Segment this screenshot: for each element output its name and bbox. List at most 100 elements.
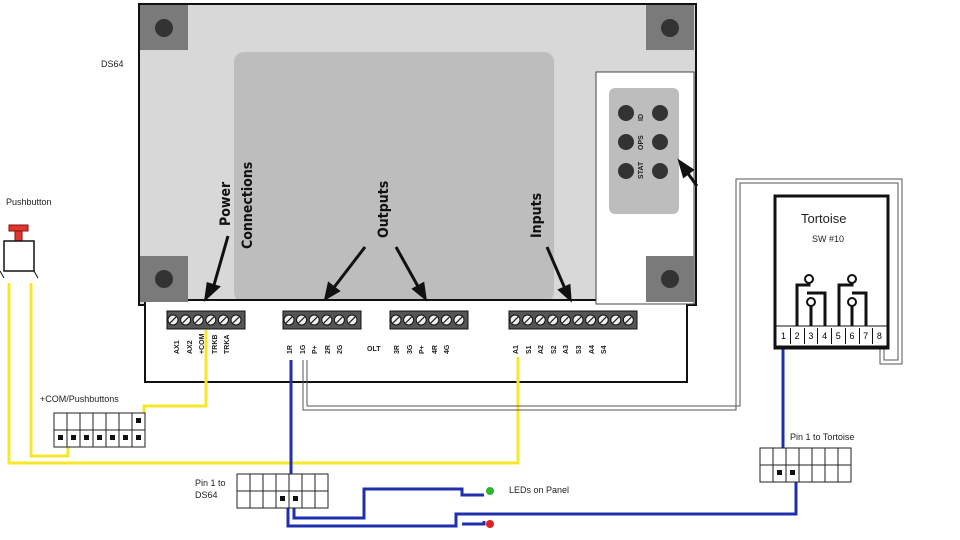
pushbutton-stem (14, 230, 23, 242)
connector-pin (110, 435, 115, 440)
panel-leds (486, 487, 494, 528)
pin1-tortoise-label: Pin 1 to Tortoise (790, 432, 855, 442)
input-pin-label: A3 (563, 345, 571, 354)
connector-cell (92, 412, 107, 431)
connector-cell (772, 447, 787, 466)
pushbutton-body (3, 240, 35, 272)
connector-cell (798, 464, 813, 483)
id-button-right (652, 105, 668, 121)
wire-red-led (462, 521, 486, 526)
connector-cell (79, 412, 94, 431)
connector-cell (314, 473, 329, 492)
terminal-screw (597, 314, 609, 326)
connector-pin (790, 470, 795, 475)
inputs-arrowhead (557, 283, 572, 303)
output-a-pin-label: 2G (337, 344, 344, 354)
tortoise-pin-number: 1 (777, 328, 791, 344)
terminal-screw (167, 314, 179, 326)
input-pin-label: A1 (513, 345, 520, 354)
connector-cell (249, 490, 264, 509)
mount-hole (155, 270, 173, 288)
contact-left-pin (807, 291, 827, 326)
input-pin-label: S1 (525, 345, 533, 354)
connector-cell (811, 447, 826, 466)
tortoise-pin-number: 8 (876, 331, 882, 341)
terminal-screw (283, 314, 295, 326)
terminal-screw (559, 314, 571, 326)
output-a-pin-label: 2R (324, 345, 332, 354)
id-button-left (618, 105, 634, 121)
connector-cell (66, 412, 81, 431)
connector-pin (71, 435, 76, 440)
connector-cell (759, 447, 774, 466)
olt-label: OLT (367, 346, 381, 353)
terminal-screw (192, 314, 204, 326)
connector-cell (837, 447, 852, 466)
output-a-pin-label: 1R (287, 345, 294, 354)
input-pin-label: A4 (588, 345, 596, 354)
power-pin-label: +COM (199, 333, 206, 354)
led-button-panel (609, 88, 679, 214)
connector-pin (58, 435, 63, 440)
gray-wire (302, 178, 903, 411)
terminal-screw (390, 314, 402, 326)
input-pin-label: S4 (601, 345, 609, 354)
inputs-arrow (545, 246, 568, 292)
terminal-screws (167, 314, 634, 326)
power-label-line2: Connections (240, 161, 256, 249)
pin1-ds64-label-line1: Pin 1 to (195, 478, 226, 488)
output-b-pin-label: P+ (419, 345, 426, 354)
outputs-arrow-right (394, 246, 422, 291)
power-arrowhead (203, 282, 221, 302)
terminal-screw (453, 314, 465, 326)
terminal-screw (321, 314, 333, 326)
power-pin-label: TRKB (211, 334, 219, 354)
tortoise-title: Tortoise (801, 211, 847, 226)
led-arrowhead (677, 158, 695, 179)
ops-button-left (618, 134, 634, 150)
connector-pin (97, 435, 102, 440)
ds64-board-panel (234, 52, 554, 302)
terminal-screw (522, 314, 534, 326)
outputs-arrow-left (330, 246, 367, 291)
connector-cell (824, 464, 839, 483)
terminal-screw (509, 314, 521, 326)
connector-cell (105, 412, 120, 431)
connector-cell (118, 412, 133, 431)
contact-ring (847, 274, 857, 284)
contact-right-pin (852, 291, 868, 326)
com-pushbuttons-label: +COM/Pushbuttons (40, 394, 119, 404)
connector-pin (123, 435, 128, 440)
mount-hole (661, 19, 679, 37)
led-button-label: ID (638, 114, 645, 121)
connector-cell (249, 473, 264, 492)
connector-cell (798, 447, 813, 466)
terminal-screw (428, 314, 440, 326)
mount-hole (155, 19, 173, 37)
terminal-screw (217, 314, 229, 326)
terminal-screw (205, 314, 217, 326)
led-button-label: OPS (638, 135, 645, 150)
red-led (486, 520, 494, 528)
input-pin-label: S2 (550, 345, 558, 354)
output-b-pin-label: 4R (431, 345, 439, 354)
connector-pin (293, 496, 298, 501)
terminal-screw (610, 314, 622, 326)
connector-cell (785, 447, 800, 466)
tortoise-contact-rings (804, 274, 857, 307)
output-a-pin-label: P+ (312, 345, 319, 354)
input-pin-label: A2 (538, 345, 546, 354)
connector-cell (314, 490, 329, 509)
pushbutton (0, 224, 39, 279)
led-buttons (618, 105, 668, 179)
contact-ring (804, 274, 814, 284)
connector-pin (280, 496, 285, 501)
terminal-screw (622, 314, 634, 326)
ds64-label: DS64 (101, 59, 124, 69)
terminal-screw (534, 314, 546, 326)
terminal-screw (180, 314, 192, 326)
tortoise-pin-number: 5 (832, 328, 846, 344)
pushbutton-lead (0, 270, 5, 279)
connector-cell (236, 490, 251, 509)
connector-pin (777, 470, 782, 475)
